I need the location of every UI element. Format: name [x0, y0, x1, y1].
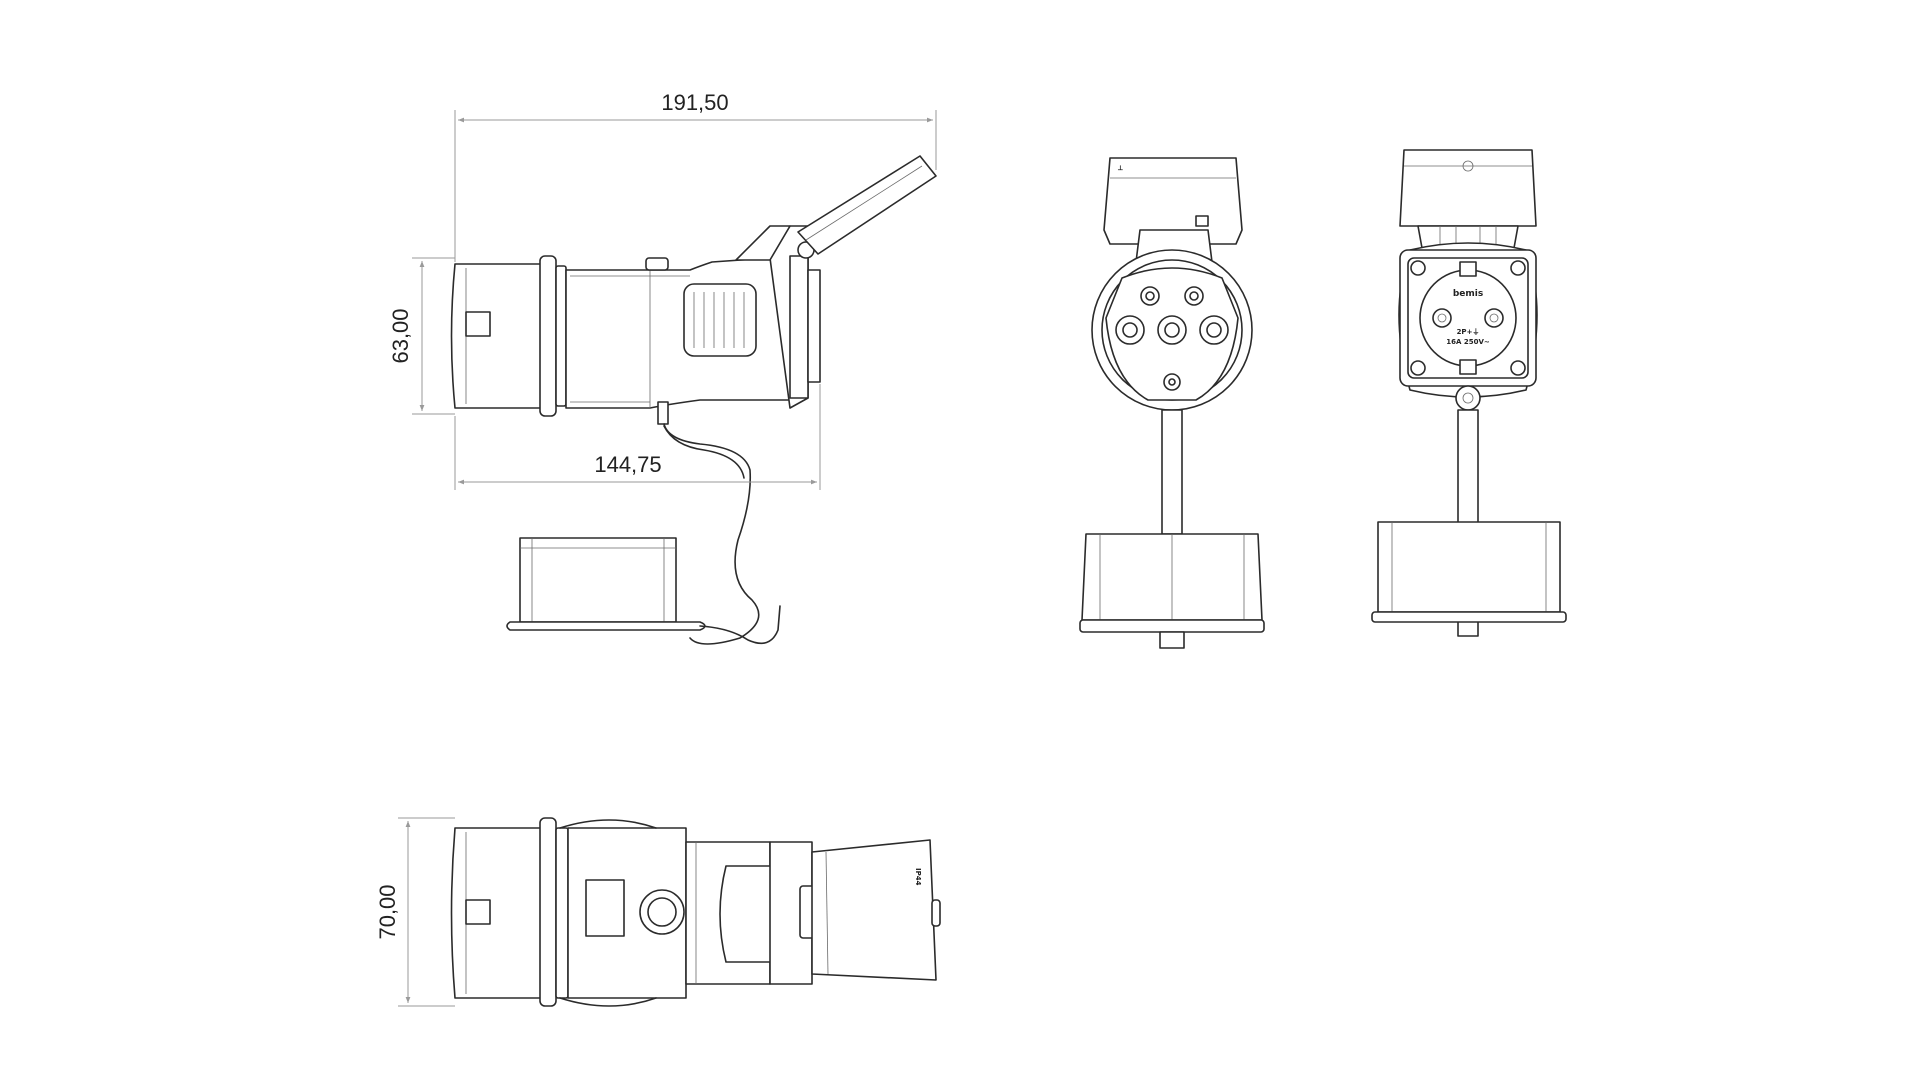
grip-pad [683, 283, 757, 357]
brand-logo: bemis [1453, 289, 1483, 299]
ip-rating: IP44 [914, 868, 922, 886]
dim-width: 70,00 [375, 884, 400, 939]
top-label-plate [585, 879, 625, 937]
top-dimensions: 70,00 [375, 817, 455, 1007]
top-lid [811, 839, 937, 981]
lid-mark: ⟂ [1117, 164, 1123, 172]
plug-window [465, 311, 491, 337]
rating-line-1: 2P+⏚ [1457, 328, 1480, 336]
dim-height: 63,00 [388, 308, 413, 363]
rear-view: bemis 2P+⏚ 16A 250V~ [1371, 149, 1567, 637]
side-dimensions: 191,50 63,00 144,75 [388, 90, 937, 490]
loose-cap [519, 537, 677, 623]
dim-overall-length: 191,50 [661, 90, 728, 115]
side-view [450, 155, 937, 645]
top-plug-window [465, 899, 491, 925]
rear-cap [1377, 521, 1561, 613]
top-view: IP44 [450, 817, 941, 1007]
dim-body-length: 144,75 [594, 452, 661, 477]
hinged-lid [797, 155, 937, 255]
front-view: ⟂ [1079, 157, 1265, 649]
rear-lid [1399, 149, 1537, 227]
rating-line-2: 16A 250V~ [1446, 338, 1490, 346]
tether-cord [663, 423, 760, 645]
